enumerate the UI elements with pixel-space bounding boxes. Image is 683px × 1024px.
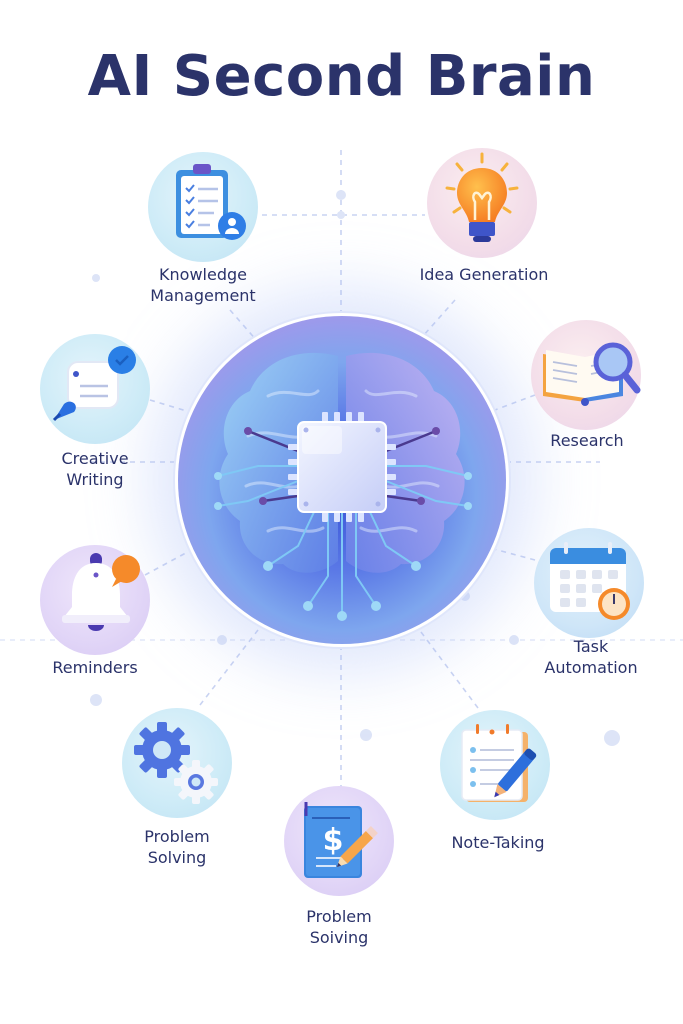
- label-line-1: Problem: [306, 907, 372, 926]
- label-line-1: Problem: [144, 827, 210, 846]
- node-task-automation: Task Automation: [534, 528, 654, 677]
- node-label: Idea Generation: [404, 264, 564, 285]
- calendar-clock-icon: [550, 542, 630, 620]
- node-knowledge-management: Knowledge Management: [148, 152, 268, 305]
- book-magnifier-icon: [543, 342, 641, 406]
- page-title: AI Second Brain: [87, 44, 596, 109]
- node-reminders: Reminders: [40, 545, 160, 677]
- document-dollar-pencil-icon: $: [304, 802, 378, 878]
- brain-hub: [178, 316, 506, 644]
- notepad-pen-chat-icon: [52, 346, 136, 422]
- label-line-1: Idea Generation: [419, 265, 549, 284]
- node-note-taking: Note-Taking: [440, 710, 560, 852]
- label-line-1: Research: [550, 431, 624, 450]
- node-problem-solving-gears: Problem Solving: [122, 708, 242, 867]
- label-line-1: Task: [573, 637, 609, 656]
- node-label: Knowledge Management: [123, 264, 283, 306]
- node-research: Research: [531, 320, 651, 450]
- label-line-2: Automation: [544, 658, 638, 677]
- notepad-pencil-icon: [461, 724, 537, 802]
- node-label: Reminders: [15, 657, 175, 678]
- node-label: Task Automation: [511, 636, 671, 678]
- node-creative-writing: Creative Writing: [40, 334, 160, 489]
- node-label: Problem Solving: [97, 826, 257, 868]
- lightbulb-icon: [445, 152, 519, 242]
- node-problem-soiving-document: $ Problem Soiving: [284, 786, 404, 947]
- bell-chat-icon: [62, 553, 140, 631]
- clipboard-checklist-user-icon: [176, 164, 246, 240]
- label-line-1: Note-Taking: [451, 833, 545, 852]
- node-idea-generation: Idea Generation: [420, 148, 548, 284]
- node-label: Problem Soiving: [259, 906, 419, 948]
- label-line-2: Solving: [147, 848, 207, 867]
- brain-chip-icon: [214, 352, 472, 621]
- node-label: Creative Writing: [15, 448, 175, 490]
- label-line-2: Writing: [66, 470, 124, 489]
- label-line-1: Knowledge: [159, 265, 247, 284]
- label-line-2: Soiving: [309, 928, 369, 947]
- label-line-2: Management: [150, 286, 256, 305]
- gears-icon: [134, 722, 218, 804]
- label-line-1: Reminders: [52, 658, 138, 677]
- node-label: Research: [507, 430, 667, 451]
- node-label: Note-Taking: [418, 832, 578, 853]
- svg-text:$: $: [323, 823, 344, 858]
- label-line-1: Creative: [61, 449, 129, 468]
